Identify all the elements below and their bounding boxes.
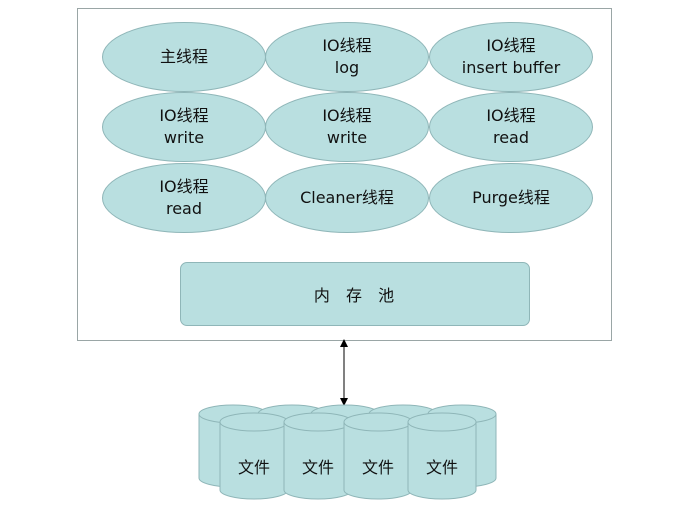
thread-sublabel: insert buffer [461, 58, 561, 77]
thread-sublabel: read [492, 128, 530, 147]
memory-pool-box: 内 存 池 [180, 262, 530, 326]
file-label-4: 文件 [425, 458, 458, 477]
thread-label: IO线程 [486, 106, 536, 125]
thread-label: IO线程 [486, 36, 536, 55]
file-label-3: 文件 [361, 458, 394, 477]
thread-label: IO线程 [159, 177, 209, 196]
io-thread-read-ellipse-1: IO线程 read [429, 92, 593, 162]
thread-label: IO线程 [159, 106, 209, 125]
thread-sublabel: log [334, 58, 360, 77]
thread-sublabel: write [326, 128, 368, 147]
file-cylinder-4 [407, 412, 477, 500]
thread-sublabel: read [165, 199, 203, 218]
memory-pool-label: 内 存 池 [313, 286, 397, 305]
thread-label: IO线程 [322, 106, 372, 125]
thread-label: Purge线程 [472, 188, 550, 207]
master-thread-ellipse: 主线程 [102, 22, 266, 92]
file-label-1: 文件 [237, 458, 270, 477]
purge-thread-ellipse: Purge线程 [429, 163, 593, 233]
thread-label: 主线程 [159, 47, 208, 66]
thread-label: IO线程 [322, 36, 372, 55]
io-thread-write-ellipse-1: IO线程 write [102, 92, 266, 162]
io-thread-write-ellipse-2: IO线程 write [265, 92, 429, 162]
io-thread-log-ellipse: IO线程 log [265, 22, 429, 92]
io-thread-read-ellipse-2: IO线程 read [102, 163, 266, 233]
cleaner-thread-ellipse: Cleaner线程 [265, 163, 429, 233]
thread-sublabel: write [163, 128, 205, 147]
file-label-2: 文件 [301, 458, 334, 477]
thread-label: Cleaner线程 [300, 188, 394, 207]
